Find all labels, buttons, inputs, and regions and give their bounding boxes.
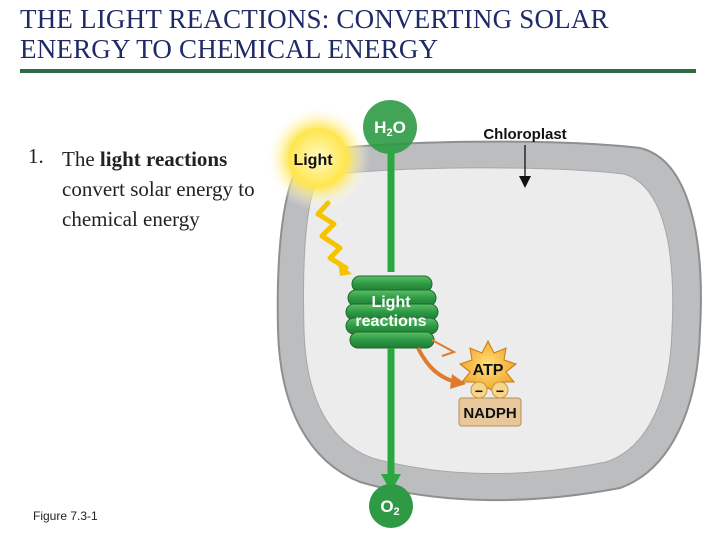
chloroplast-label: Chloroplast [483, 126, 566, 143]
energy-input-arrow [431, 339, 457, 357]
light-label: Light [293, 152, 333, 169]
list-item-text: The light reactions convert solar energy… [62, 144, 262, 234]
water-input: H2O [363, 100, 417, 154]
figure-caption: Figure 7.3-1 [33, 509, 98, 523]
chloroplast-stroma [303, 167, 674, 474]
energy-output-arrowhead [450, 374, 466, 389]
electron-sign-2: − [496, 383, 504, 399]
title-underline [20, 69, 696, 73]
light-wave-icon [315, 200, 349, 271]
oxygen-arrowhead [381, 474, 401, 492]
list-text-post: convert solar energy to chemical energy [62, 177, 255, 231]
sun-icon [266, 106, 370, 210]
oxygen-label: O2 [380, 497, 399, 518]
light-reactions-label-line-2: reactions [355, 313, 426, 330]
nadph-label: NADPH [463, 405, 516, 422]
atp-icon [458, 339, 518, 396]
electron-sign-1: − [475, 383, 483, 399]
atp-label: ATP [473, 362, 504, 379]
list-text-pre: The [62, 147, 100, 171]
list-number: 1. [28, 144, 44, 168]
list-text-bold: light reactions [99, 147, 228, 171]
chloroplast-pointer-arrowhead [519, 176, 531, 188]
nadph-icon [458, 381, 522, 427]
water-label: H2O [374, 118, 406, 139]
slide-title: THE LIGHT REACTIONS: CONVERTING SOLAR EN… [20, 4, 710, 64]
slide-title-line-1: THE LIGHT REACTIONS: CONVERTING SOLAR [20, 4, 609, 34]
thylakoid-stack [345, 275, 439, 349]
oxygen-output: O2 [369, 484, 413, 528]
slide-title-line-2: ENERGY TO CHEMICAL ENERGY [20, 34, 439, 64]
light-wave-arrowhead [338, 262, 352, 276]
light-reactions-label-line-1: Light [371, 294, 411, 311]
